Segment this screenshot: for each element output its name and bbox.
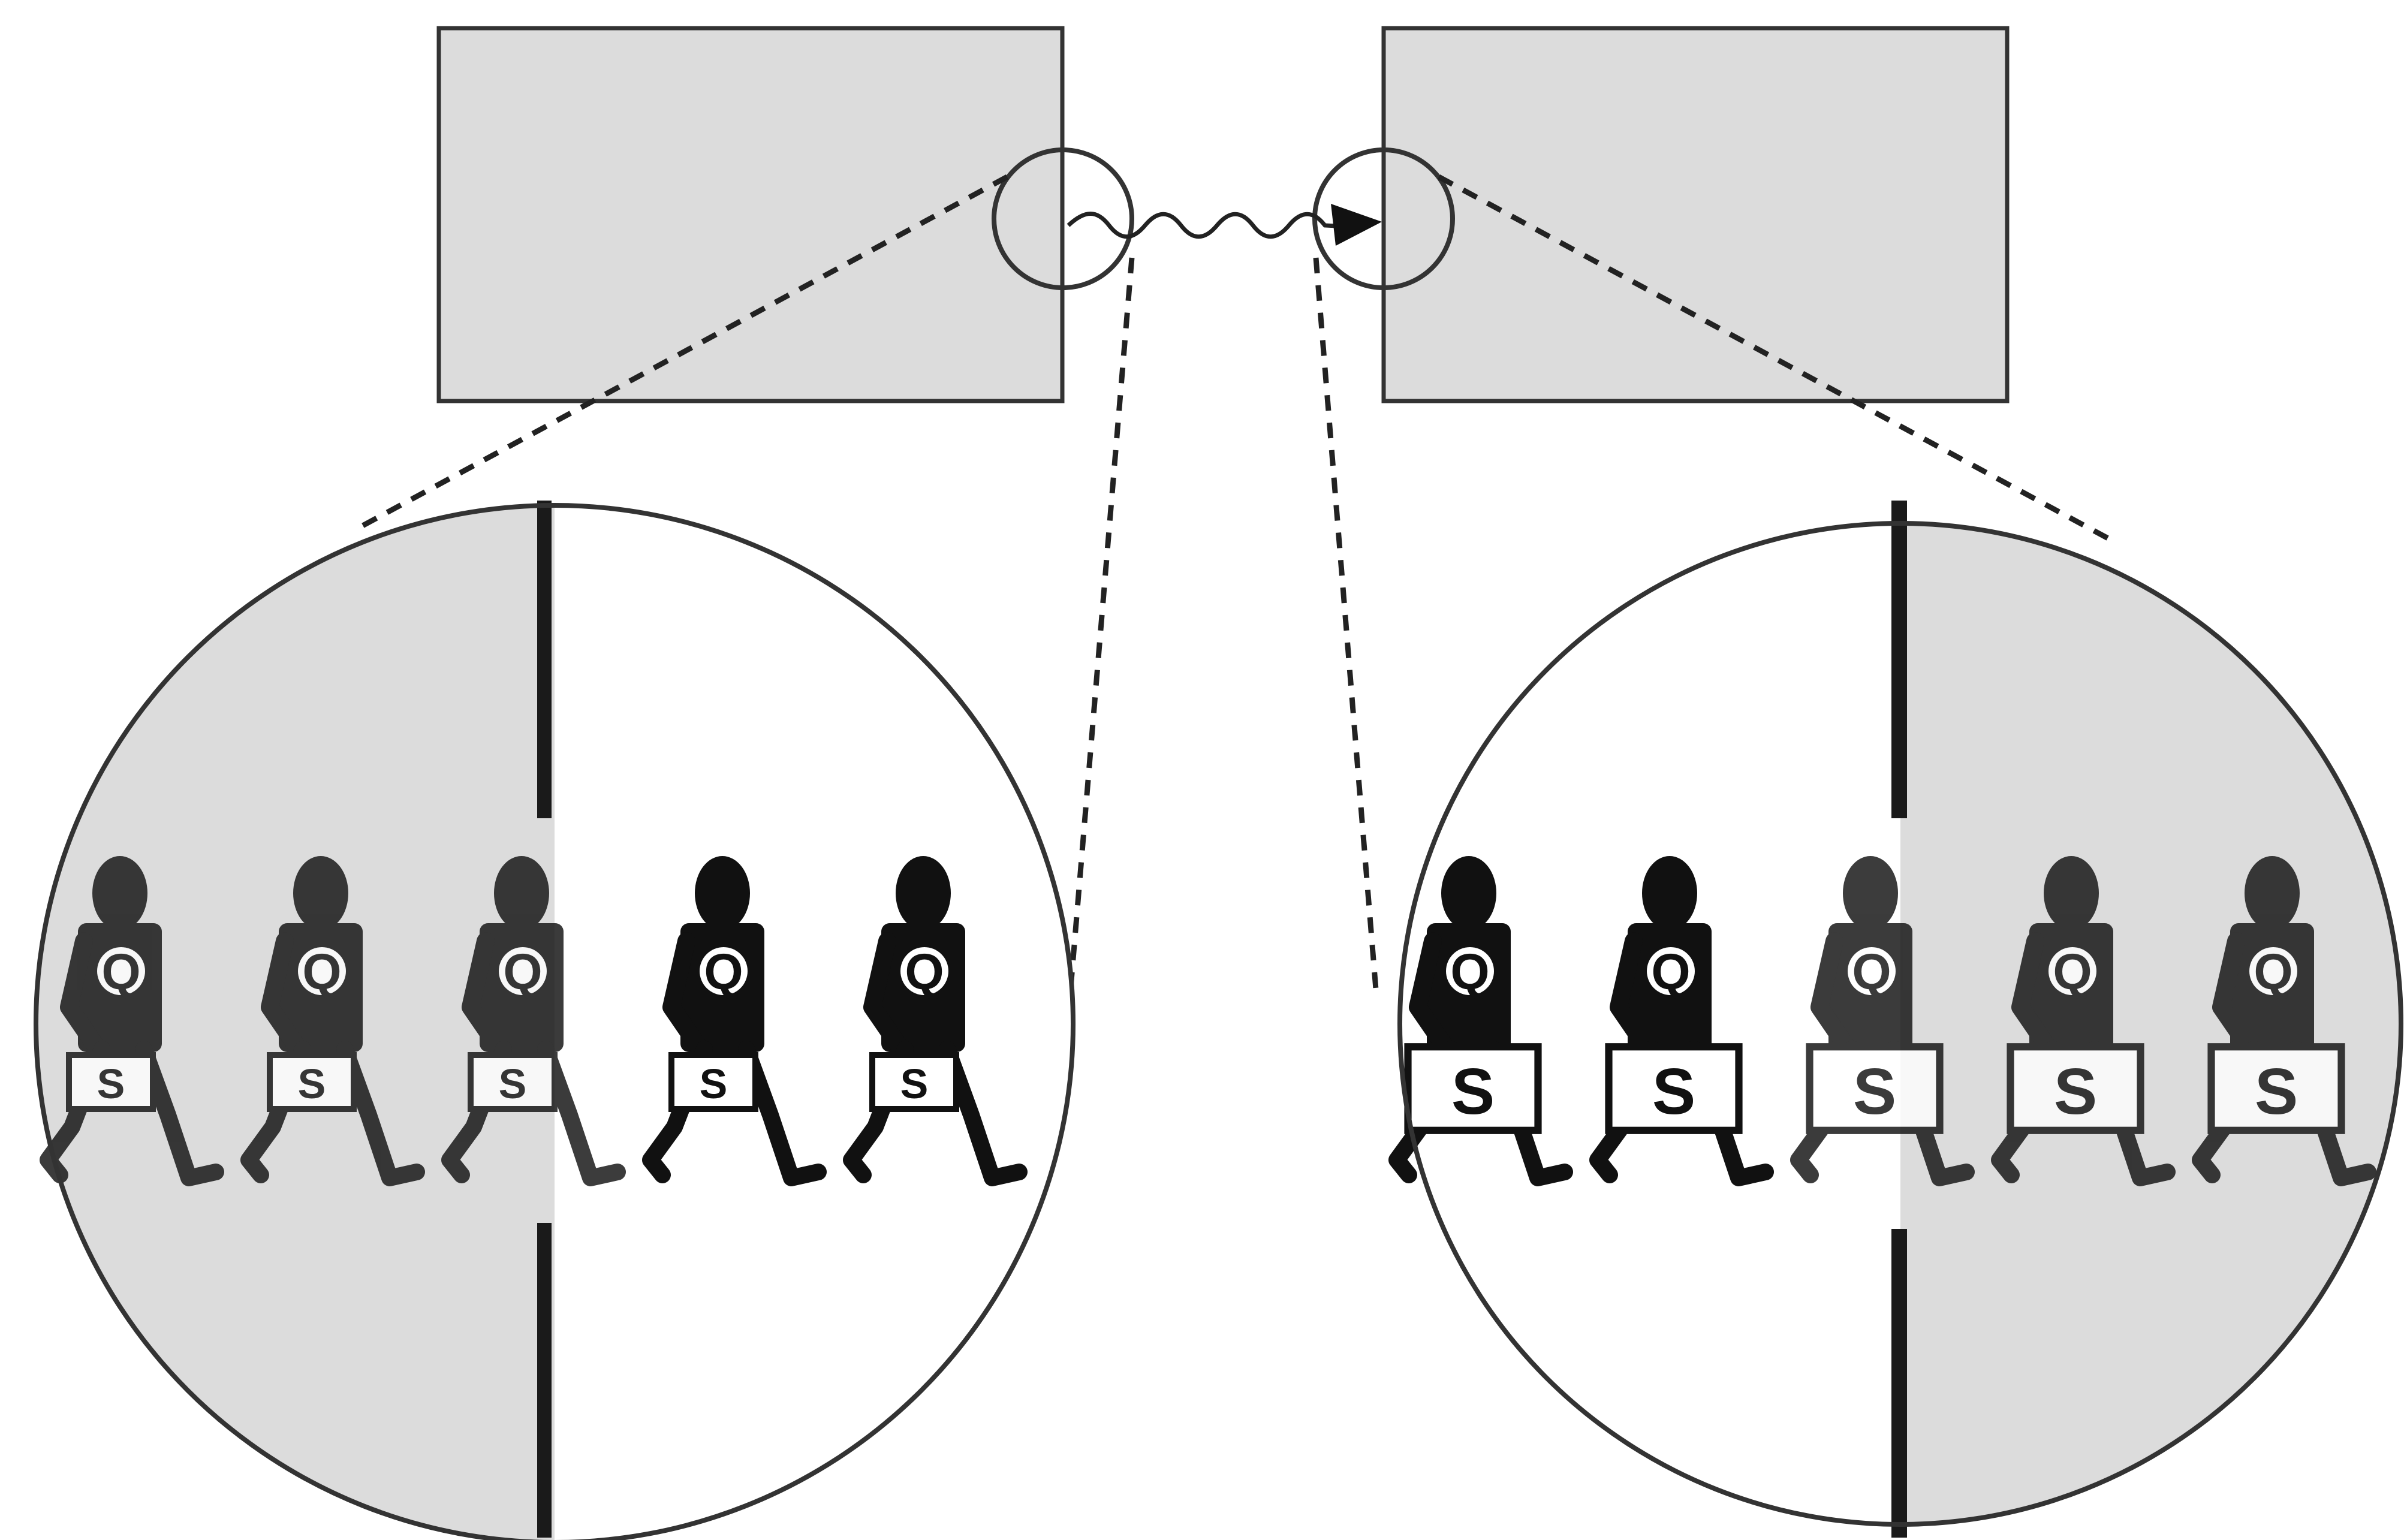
walker-head	[92, 856, 147, 930]
left-wall-upper	[537, 501, 552, 818]
arrow-head-icon	[1331, 204, 1382, 246]
left-block	[439, 28, 1062, 401]
walker-body-letter: Q	[2053, 944, 2092, 1000]
walker-body-letter: Q	[503, 944, 542, 1000]
right-lens-shaded-region	[1900, 480, 2407, 1540]
walker-head	[896, 856, 951, 930]
left-lens-clear-region	[555, 480, 1154, 1540]
walker-case-letter: S	[1853, 1055, 1896, 1128]
walker-case-letter: S	[1451, 1055, 1495, 1128]
walker-head	[695, 856, 750, 930]
right-wall-upper	[1891, 501, 1907, 818]
walker-body-letter: Q	[1852, 944, 1891, 1000]
walker-head	[1441, 856, 1496, 930]
walker-case-letter: S	[700, 1060, 728, 1107]
walker-case-letter: S	[97, 1060, 125, 1107]
walker-head	[2044, 856, 2099, 930]
walker-body-letter: Q	[101, 944, 140, 1000]
right-wall-lower	[1891, 1229, 1907, 1538]
walker-body-letter: Q	[905, 944, 944, 1000]
walker-case-letter: S	[1652, 1055, 1695, 1128]
wave-connector	[1068, 214, 1349, 237]
left-wall-lower	[537, 1223, 552, 1538]
walker-head	[293, 856, 348, 930]
walker-head	[1642, 856, 1697, 930]
walker-body-letter: Q	[302, 944, 341, 1000]
walker-body-letter: Q	[1651, 944, 1690, 1000]
walker-body-letter: Q	[1450, 944, 1489, 1000]
walker-case-letter: S	[298, 1060, 326, 1107]
walker-body-letter: Q	[2254, 944, 2292, 1000]
walker-case-letter: S	[900, 1060, 929, 1107]
walker-head	[2245, 856, 2300, 930]
left-zoom-lens: Q S Q S Q S Q S Q S	[0, 480, 1154, 1540]
walker-head	[494, 856, 549, 930]
right-block	[1384, 28, 2007, 401]
walker-case-letter: S	[2054, 1055, 2097, 1128]
walker-case-letter: S	[499, 1060, 527, 1107]
walker-body-letter: Q	[704, 944, 743, 1000]
walker-case-letter: S	[2255, 1055, 2298, 1128]
walker-head	[1843, 856, 1898, 930]
